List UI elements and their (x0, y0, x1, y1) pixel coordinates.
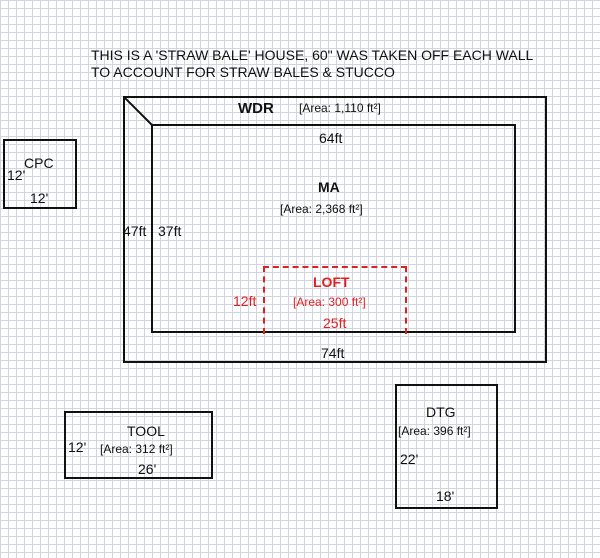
tool-area: [Area: 312 ft²] (100, 442, 173, 456)
ma-label: MA (318, 179, 340, 195)
cpc-width: 12' (30, 190, 49, 206)
room-dtg[interactable] (395, 384, 498, 509)
dtg-width: 18' (436, 488, 455, 504)
dtg-area: [Area: 396 ft²] (398, 424, 471, 438)
tool-height: 12' (68, 439, 87, 455)
note-text: THIS IS A 'STRAW BALE' HOUSE, 60" WAS TA… (91, 47, 533, 81)
dtg-label: DTG (426, 404, 456, 420)
wdr-height: 47ft (123, 223, 147, 239)
loft-width: 25ft (323, 315, 347, 331)
dtg-height: 22' (400, 451, 419, 467)
ma-height: 37ft (158, 223, 182, 239)
loft-label: LOFT (313, 274, 350, 290)
room-tool[interactable] (64, 411, 213, 479)
room-ma[interactable] (151, 124, 516, 333)
wdr-label: WDR (238, 100, 274, 117)
loft-height: 12ft (233, 293, 257, 309)
ma-area: [Area: 2,368 ft²] (280, 202, 363, 216)
note-line-1: THIS IS A 'STRAW BALE' HOUSE, 60" WAS TA… (91, 47, 534, 63)
ma-width: 64ft (319, 130, 343, 146)
wdr-width: 74ft (321, 345, 345, 361)
tool-width: 26' (138, 461, 157, 477)
tool-label: TOOL (127, 423, 165, 439)
note-line-2: TO ACCOUNT FOR STRAW BALES & STUCCO (91, 64, 395, 80)
loft-area: [Area: 300 ft²] (293, 295, 366, 309)
wdr-area: [Area: 1,110 ft²] (299, 101, 381, 115)
room-cpc[interactable] (3, 139, 77, 209)
cpc-label: CPC (24, 155, 54, 171)
room-wdr[interactable] (123, 96, 547, 363)
room-loft[interactable] (263, 266, 407, 334)
cpc-height: 12' (7, 167, 26, 183)
